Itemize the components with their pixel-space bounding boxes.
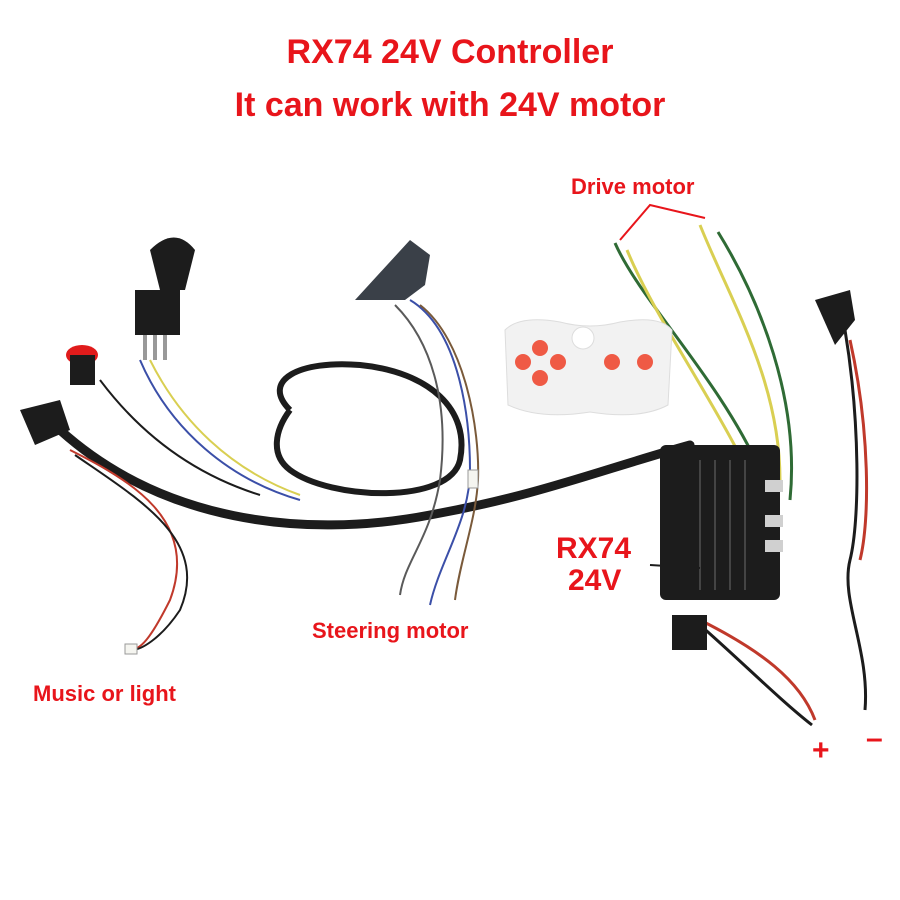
title-line-2: It can work with 24V motor — [234, 86, 666, 124]
controller-model-label: RX74 — [556, 532, 632, 565]
minus-terminal-label: – — [866, 722, 883, 755]
steering-motor-label: Steering motor — [312, 618, 469, 643]
title-line-1: RX74 24V Controller — [286, 33, 614, 71]
music-light-wires — [69, 449, 189, 651]
controller-box — [660, 445, 783, 600]
steering-motor-wires — [394, 299, 480, 606]
drive-motor-label: Drive motor — [571, 174, 695, 199]
remote-control — [504, 319, 673, 416]
music-connector — [124, 643, 138, 655]
push-button — [66, 345, 98, 385]
harness-sheath — [55, 425, 695, 530]
harness-loop — [273, 361, 465, 497]
battery-fuse-holder — [815, 290, 855, 345]
music-or-light-label: Music or light — [33, 681, 176, 706]
steering-motor-plug — [355, 240, 430, 300]
plus-terminal-label: + — [812, 734, 830, 767]
power-switch — [672, 615, 707, 650]
harness-connector — [467, 469, 479, 489]
controller-voltage-label: 24V — [568, 564, 622, 597]
battery-wires — [699, 329, 869, 727]
rocker-switch — [20, 400, 70, 445]
drive-motor-pointer — [619, 203, 706, 241]
switch-wires — [99, 359, 301, 501]
speed-switch — [135, 237, 195, 360]
controller-pointer — [649, 564, 701, 569]
